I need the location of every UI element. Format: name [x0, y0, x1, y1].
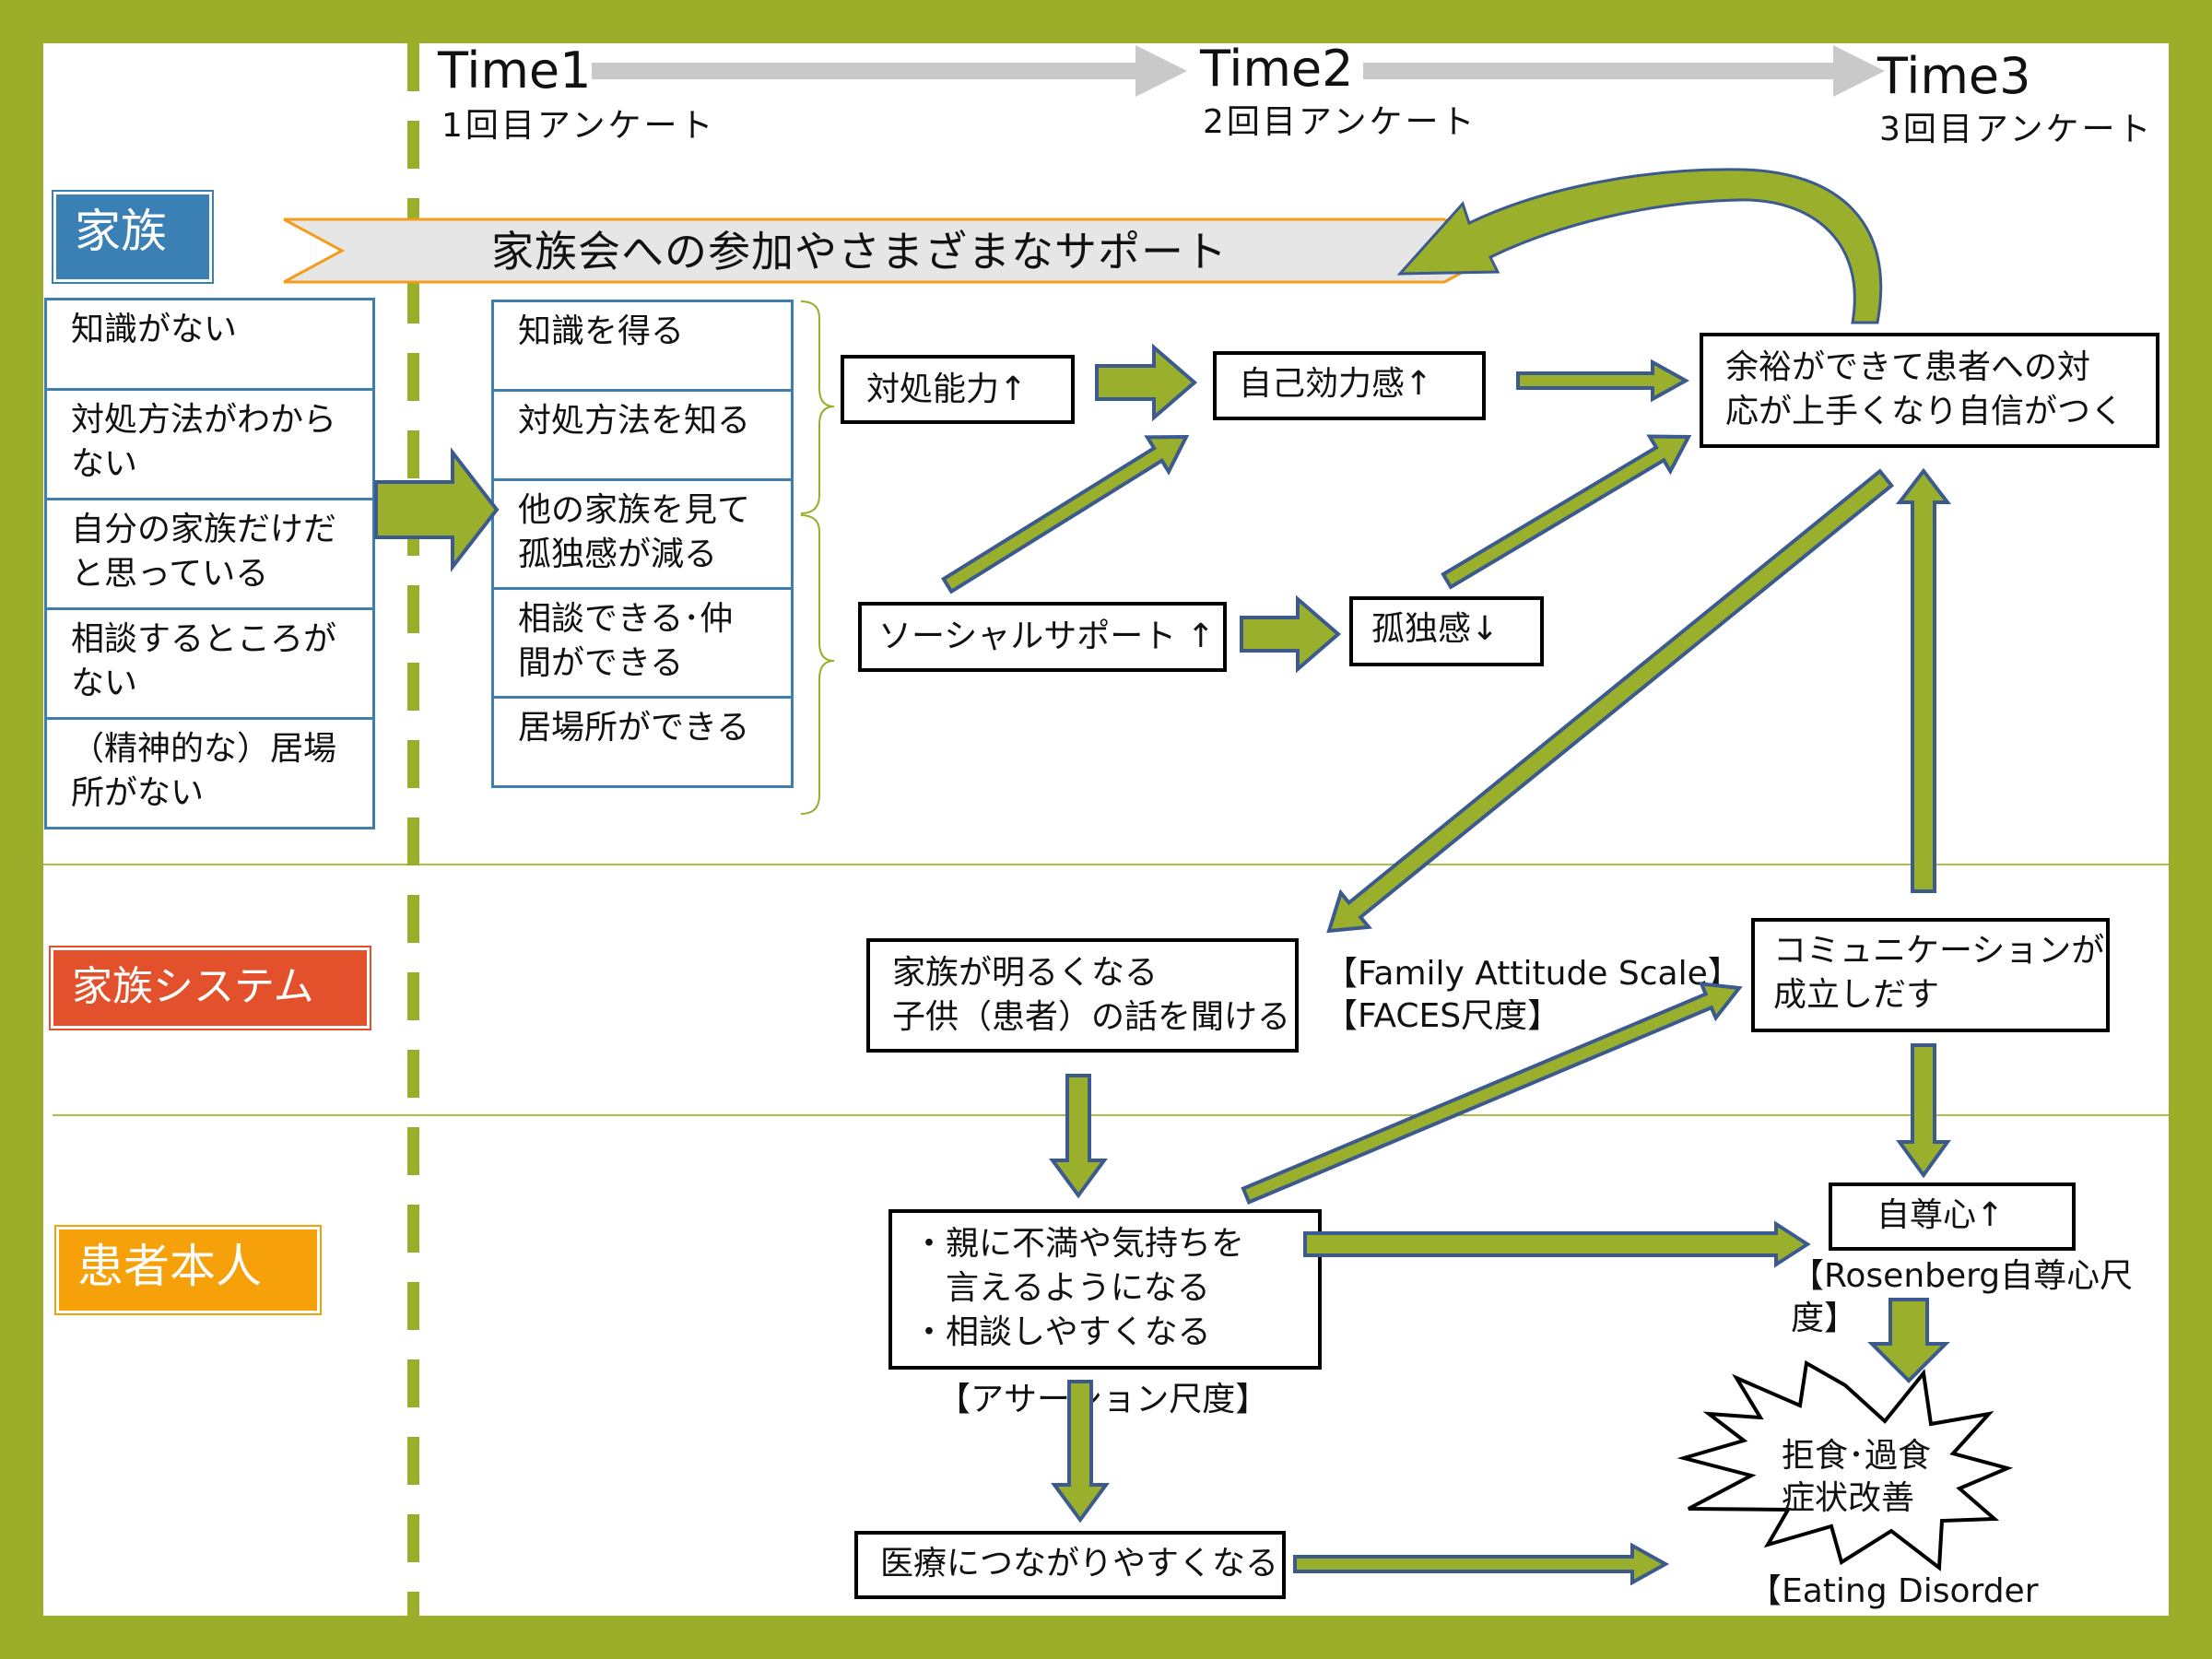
support-banner-text: 家族会への参加やさまざまなサポート	[491, 227, 1228, 276]
confidence-box: 余裕ができて患者への対 応が上手くなり自信がつく	[1700, 333, 2159, 448]
timeline-arrow-1	[592, 45, 1187, 97]
problem-item: （精神的な）居場 所がない	[44, 717, 375, 830]
arrow-layer	[374, 45, 2014, 1586]
curved-feedback-arrow	[1396, 168, 1883, 324]
outcome-bracket-upper	[800, 300, 835, 514]
loneliness-box: 孤独感↓	[1349, 596, 1544, 666]
timeline-arrow-2	[1363, 45, 1885, 97]
outcome-bracket-lower	[800, 514, 835, 815]
communication-box: コミュニケーションが 成立しだす	[1751, 918, 2110, 1032]
symptom-text: 拒食･過食 症状改善	[1782, 1437, 1932, 1517]
outcome-item: 相談できる･仲 間ができる	[491, 587, 794, 699]
flow-arrow-13	[1051, 1380, 1110, 1524]
flow-arrow-10	[1896, 1043, 1951, 1179]
flow-arrow-8	[1895, 467, 1952, 893]
assertion-scale-label: 【アサーション尺度】	[937, 1381, 1269, 1418]
time3-label: Time3	[1877, 47, 2031, 105]
time1-dashed-line	[407, 43, 419, 1616]
flow-arrow-14	[1867, 1298, 1950, 1383]
section-tag-patient: 患者本人	[54, 1225, 322, 1315]
coping-ability-box: 対処能力↑	[841, 355, 1075, 424]
time2-label: Time2	[1200, 43, 1354, 98]
self-esteem-box: 自尊心↑	[1829, 1182, 2076, 1251]
flow-arrow-5	[1240, 594, 1342, 674]
assertion-box: ・親に不満や気持ちを 言えるようになる ・相談しやすくなる	[888, 1209, 1322, 1370]
divider-line-1	[43, 864, 2169, 865]
section-tag-family-system: 家族システム	[49, 946, 371, 1030]
flow-arrow-9	[1241, 982, 1743, 1206]
outcome-item: 対処方法を知る	[491, 389, 794, 481]
time3-survey: 3回目アンケート	[1879, 111, 2154, 148]
problem-item: 自分の家族だけだ と思っている	[44, 498, 375, 610]
problem-item: 対処方法がわから ない	[44, 388, 375, 500]
outcome-item: 居場所ができる	[491, 696, 794, 788]
edi-scale-label: 【Eating Disorder Inventory】	[1748, 1572, 2039, 1616]
diagram-canvas: Time1 1回目アンケート Time2 2回目アンケート Time3 3回目ア…	[43, 43, 2169, 1616]
flow-arrow-2	[1095, 343, 1198, 422]
flow-arrow-6	[1441, 434, 1692, 590]
flow-arrow-12	[1049, 1074, 1108, 1199]
rosenberg-scale-label: 【Rosenberg自尊心尺度】	[1791, 1257, 2134, 1337]
time2-survey: 2回目アンケート	[1203, 103, 1477, 141]
support-banner-arrow	[283, 218, 1507, 284]
problem-item: 知識がない	[44, 298, 375, 391]
time1-survey: 1回目アンケート	[441, 107, 716, 145]
problem-item: 相談するところが ない	[44, 607, 375, 720]
section-tag-family: 家族	[52, 190, 214, 284]
social-support-box: ソーシャルサポート ↑	[858, 602, 1227, 672]
outcome-item: 他の家族を見て 孤独感が減る	[491, 478, 794, 590]
flow-arrow-7	[1326, 468, 1895, 934]
self-efficacy-box: 自己効力感↑	[1213, 351, 1486, 420]
medical-access-box: 医療につながりやすくなる	[854, 1531, 1286, 1599]
flow-arrow-11	[1303, 1220, 1811, 1268]
flow-arrow-1	[374, 447, 500, 572]
time1-label: Time1	[438, 43, 592, 100]
flow-arrow-3	[941, 434, 1190, 594]
outcome-item: 知識を得る	[491, 300, 794, 392]
flow-arrow-15	[1293, 1542, 1670, 1586]
family-bright-box: 家族が明るくなる 子供（患者）の話を聞ける	[866, 938, 1299, 1053]
flow-arrow-4	[1516, 359, 1690, 403]
divider-line-2	[53, 1114, 2169, 1116]
symptom-starburst	[1677, 1359, 2014, 1571]
